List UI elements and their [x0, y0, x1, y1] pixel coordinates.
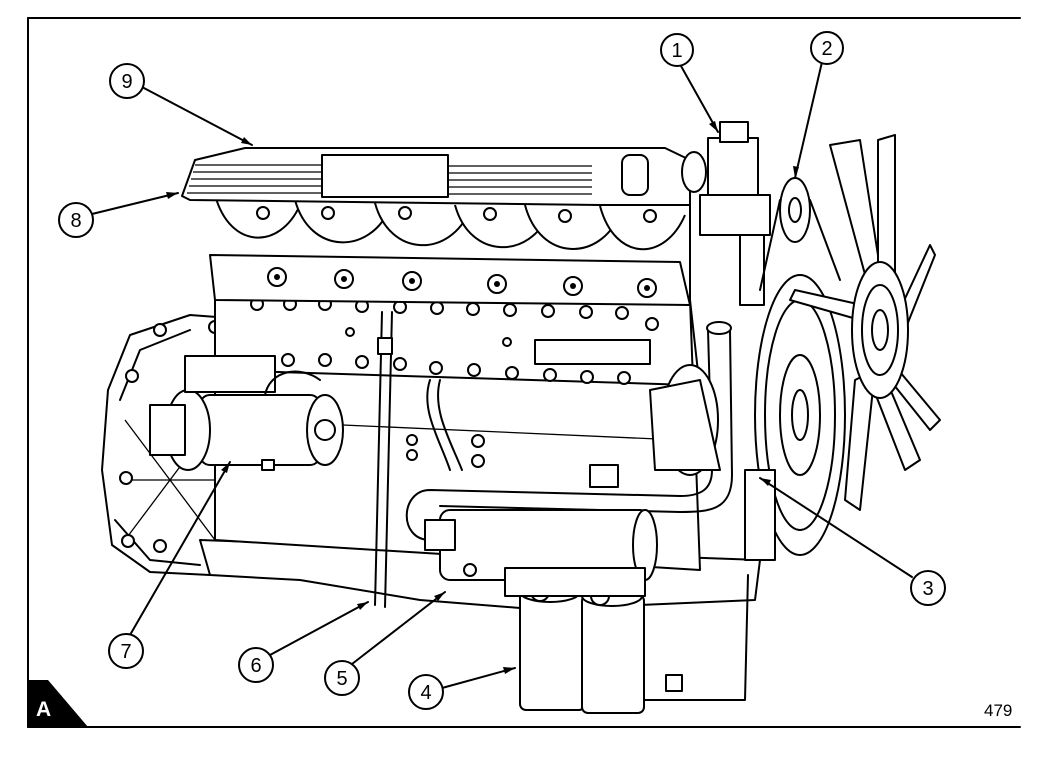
dipstick-tube	[374, 311, 393, 608]
callout-2-label: 2	[821, 38, 832, 60]
callout-7-label: 7	[120, 641, 131, 663]
callout-8-label: 8	[70, 210, 81, 232]
oil-filters	[504, 567, 646, 714]
callout-9: 9	[109, 63, 253, 146]
callout-3: 3	[759, 477, 946, 606]
view-letter: A	[36, 698, 51, 721]
exhaust-manifold	[214, 194, 686, 251]
callout-6-label: 6	[250, 655, 261, 677]
callout-9-label: 9	[121, 71, 132, 93]
oil-cooler	[424, 464, 658, 581]
thermostat-housing	[689, 121, 771, 391]
engine-illustration	[101, 121, 941, 714]
heat-shield	[181, 147, 707, 206]
coolant-tube	[405, 321, 733, 541]
callout-7: 7	[108, 461, 231, 669]
view-letter-tab: A	[28, 680, 88, 727]
callout-2: 2	[793, 31, 844, 179]
water-pump	[649, 364, 721, 476]
crank-pulley	[744, 177, 846, 561]
figure-number: 479	[984, 701, 1012, 720]
callout-4: 4	[408, 667, 516, 710]
callout-8: 8	[58, 192, 179, 238]
figure-frame	[27, 17, 1021, 728]
callout-6: 6	[238, 601, 369, 683]
cylinder-head	[209, 254, 691, 306]
callout-5-label: 5	[336, 668, 347, 690]
callout-1: 1	[660, 33, 719, 133]
callout-4-label: 4	[420, 682, 431, 704]
callout-3-label: 3	[922, 578, 933, 600]
fan	[789, 134, 941, 511]
callout-1-label: 1	[671, 40, 682, 62]
callout-5: 5	[324, 591, 446, 696]
starter-motor	[149, 355, 344, 471]
